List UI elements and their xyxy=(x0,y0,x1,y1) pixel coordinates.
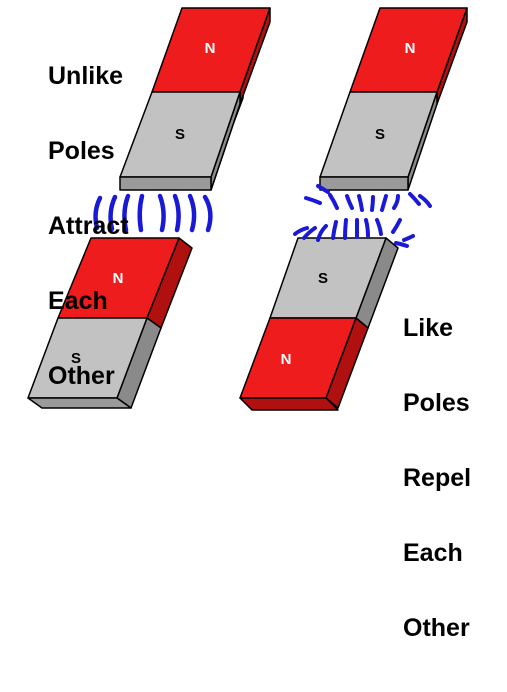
magnet-bottom-left xyxy=(27,237,193,409)
pole-label: S xyxy=(175,126,185,143)
caption-line: Each xyxy=(403,539,463,567)
pole-label: N xyxy=(113,270,124,287)
magnet-front-edge xyxy=(319,176,409,191)
caption-line: Other xyxy=(48,362,115,390)
pole-label: N xyxy=(281,351,292,368)
magnet-top-left xyxy=(119,7,271,191)
magnet-front-edge xyxy=(239,397,339,411)
caption-line: Repel xyxy=(403,464,472,492)
magnet-poles-diagram: N S N S N S S N xyxy=(27,7,471,641)
caption-line: Each xyxy=(48,287,108,315)
pole-label: N xyxy=(405,40,416,57)
diagram-canvas: N S N S N S S N xyxy=(27,7,468,411)
attract-caption: Unlike Poles Attract Each Other xyxy=(48,14,129,439)
repel-field-lines xyxy=(293,184,432,248)
pole-label: S xyxy=(71,350,81,367)
attract-field-lines xyxy=(93,193,213,233)
caption-line: Poles xyxy=(403,389,470,417)
pole-label: N xyxy=(205,40,216,57)
caption-line: Unlike xyxy=(48,62,124,90)
pole-label: S xyxy=(375,126,385,143)
magnet-front-edge xyxy=(119,176,212,191)
caption-line: Other xyxy=(403,614,470,642)
pole-label: S xyxy=(318,270,328,287)
repel-caption: Like Poles Repel Each Other xyxy=(403,266,471,691)
magnet-bottom-right xyxy=(239,237,399,411)
caption-line: Poles xyxy=(48,137,115,165)
caption-line: Like xyxy=(403,314,454,342)
magnet-front-edge xyxy=(27,397,132,409)
magnet-top-right xyxy=(319,7,468,191)
caption-line: Attract xyxy=(48,212,129,240)
